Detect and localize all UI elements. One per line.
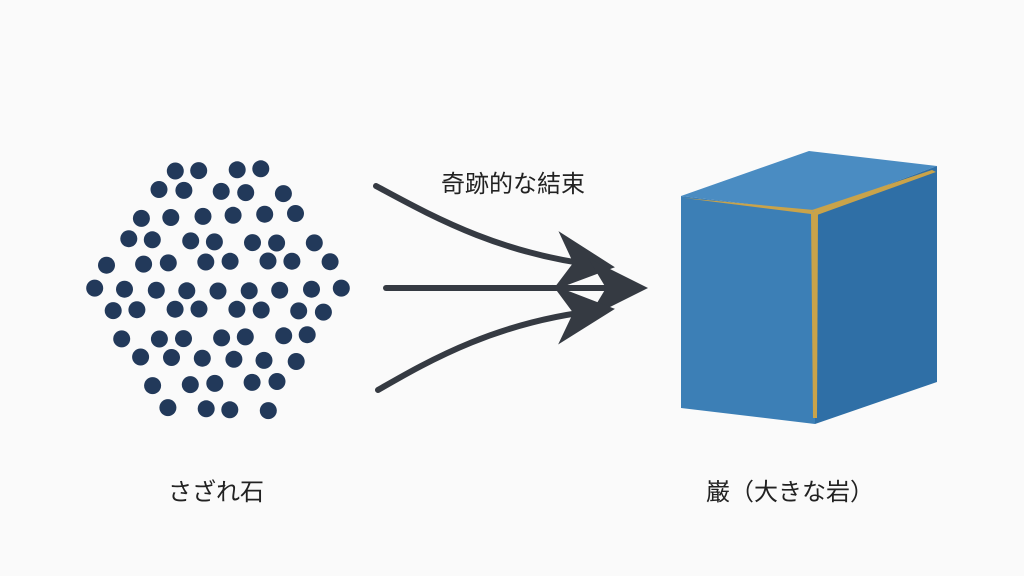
cube-side-face [815,166,937,424]
pebble [197,253,215,271]
pebble [259,402,277,420]
pebble [190,162,208,180]
pebble [287,353,305,370]
pebble [178,282,196,300]
pebble [193,349,211,367]
pebble [162,209,180,226]
pebble [252,160,270,178]
pebble [163,349,180,366]
arrow-top [373,183,615,291]
boulder-label: 巌（大きな岩） [706,478,874,506]
pebble [252,301,270,319]
pebble [175,330,192,348]
arrow-label: 奇跡的な結束 [441,170,585,198]
pebble [144,377,162,395]
pebble [268,373,286,390]
pebble [206,374,224,392]
pebbles-label: さざれ石 [168,478,264,506]
pebble [194,207,212,225]
pebble [190,300,208,318]
pebble [143,231,161,249]
pebble [120,230,138,248]
pebble [166,300,184,318]
pebble [132,209,150,227]
pebble [181,376,199,394]
pebble [228,161,246,179]
boulder-cube [681,151,937,424]
pebble [225,350,243,368]
arrow-bottom [375,284,615,393]
pebble [224,206,242,224]
cube-front-face [681,196,815,424]
pebble [290,302,308,320]
pebble [213,329,231,347]
pebble [135,255,153,273]
pebble [240,282,258,300]
pebble [314,303,332,321]
pebble [287,205,304,222]
pebble [283,252,301,270]
pebble [150,181,168,198]
pebble [147,281,165,299]
pebble [271,281,289,299]
converging-arrows [373,183,648,393]
pebble [243,373,261,391]
pebble [98,256,115,274]
pebble [303,280,320,298]
pebble [321,253,339,271]
pebble [86,279,104,297]
cube-seam-right [812,170,936,215]
pebble [116,280,133,298]
cube-seam-vertical [811,212,818,418]
pebble [228,300,246,318]
pebble [209,282,227,300]
pebble-cluster [86,160,350,420]
pebble [268,234,286,252]
cube-top-face [681,151,937,212]
pebble [305,234,323,252]
pebble [205,233,223,251]
pebble [113,330,131,348]
pebble [212,182,230,200]
pebble [104,302,122,320]
pebble [197,400,215,418]
pebble [150,330,168,348]
pebble [221,252,239,270]
pebble [244,234,261,252]
pebble [128,301,146,319]
pebble [159,254,177,272]
pebble [255,351,273,369]
pebble [298,326,316,344]
pebble [132,348,150,366]
pebble [236,328,254,346]
pebble [275,327,293,345]
pebble [274,185,292,203]
pebble [332,279,350,297]
pebble [182,232,200,250]
pebble [166,162,184,180]
pebble [175,181,193,199]
pebble [221,401,239,419]
pebble [259,252,277,270]
cube-seam-left [684,198,814,214]
pebble [159,399,177,417]
pebble [237,184,255,202]
pebble [256,205,274,223]
